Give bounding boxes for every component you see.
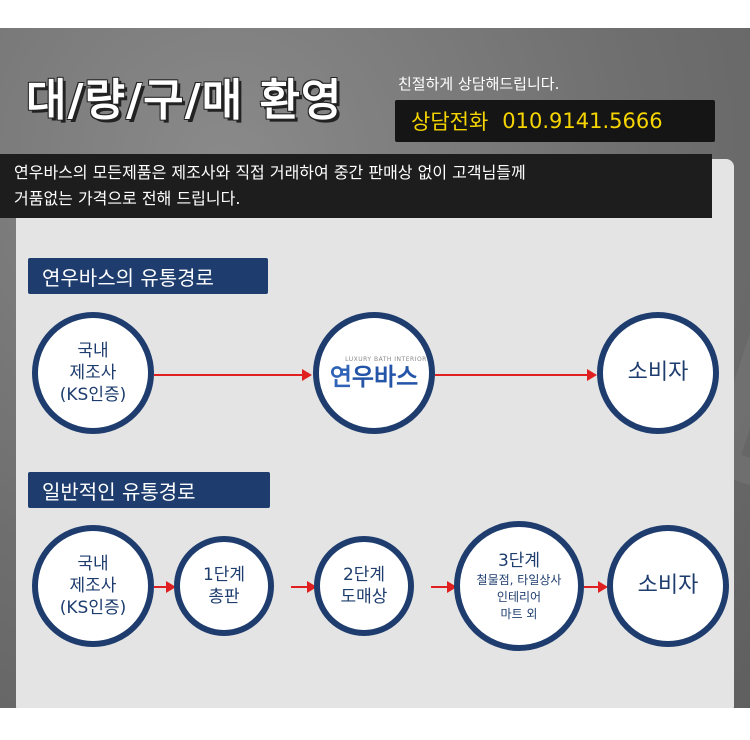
route-arrow [291,581,317,593]
phone-label: 상담전화 [411,110,489,134]
yeonwoo-route-title: 연우바스의 유통경로 [28,258,268,294]
general-route-title: 일반적인 유통경로 [28,472,270,508]
yeonwoo-bath-logo: LUXURY BATH INTERIOR 연우바스 [321,356,427,390]
kind-consultation-note: 친절하게 상담해드립니다. [398,75,560,93]
phone-consultation-box[interactable]: 상담전화 010.9141.5666 [395,100,715,142]
logo-text-rest: 우바스 [351,363,419,391]
maker-label-1: 국내 [77,341,109,361]
phone-number[interactable]: 010.9141.5666 [502,109,663,133]
logo-tagline: LUXURY BATH INTERIOR [345,356,427,363]
route-arrow [435,369,597,381]
consumer-node: 소비자 [597,312,719,434]
consumer-label: 소비자 [627,360,689,385]
notice-line-1: 연우바스의 모든제품은 제조사와 직접 거래하여 중간 판매상 없이 고객님들께 [14,163,526,182]
maker-label-1: 국내 [77,554,109,574]
route-arrow [584,581,608,593]
route-arrow [431,581,457,593]
consumer-label: 소비자 [637,573,699,598]
bulk-purchase-headline: 대/량/구/매 환영 [26,75,343,126]
maker-node: 국내 제조사 (KS인증) [32,312,154,434]
stage3-label-1: 철물점, 타일상사 [476,572,562,587]
maker-node: 국내 제조사 (KS인증) [32,525,154,647]
maker-label-3: (KS인증) [59,385,127,405]
maker-label-2: 제조사 [69,363,117,383]
notice-line-2: 거품없는 가격으로 전해 드립니다. [14,189,241,208]
stage3-label-2: 인테리어 [496,589,542,604]
consumer-node: 소비자 [607,525,729,647]
logo-text-first: 연 [329,363,352,391]
route-arrow [154,581,176,593]
stage3-label-3: 마트 외 [500,606,538,621]
stage1-distributor-node: 1단계 총판 [174,536,274,636]
pricing-notice: 연우바스의 모든제품은 제조사와 직접 거래하여 중간 판매상 없이 고객님들께… [0,154,712,218]
route-arrow [154,369,312,381]
stage1-label: 총판 [208,587,240,607]
stage3-retail-node: 3단계 철물점, 타일상사 인테리어 마트 외 [454,521,584,651]
stage1-step: 1단계 [202,565,246,585]
stage3-step: 3단계 [497,550,541,571]
maker-label-2: 제조사 [69,576,117,596]
stage2-step: 2단계 [342,565,386,585]
stage2-label: 도매상 [340,587,388,607]
maker-label-3: (KS인증) [59,598,127,618]
yeonwoo-bath-logo-node: LUXURY BATH INTERIOR 연우바스 [313,312,435,434]
stage2-wholesaler-node: 2단계 도매상 [314,536,414,636]
